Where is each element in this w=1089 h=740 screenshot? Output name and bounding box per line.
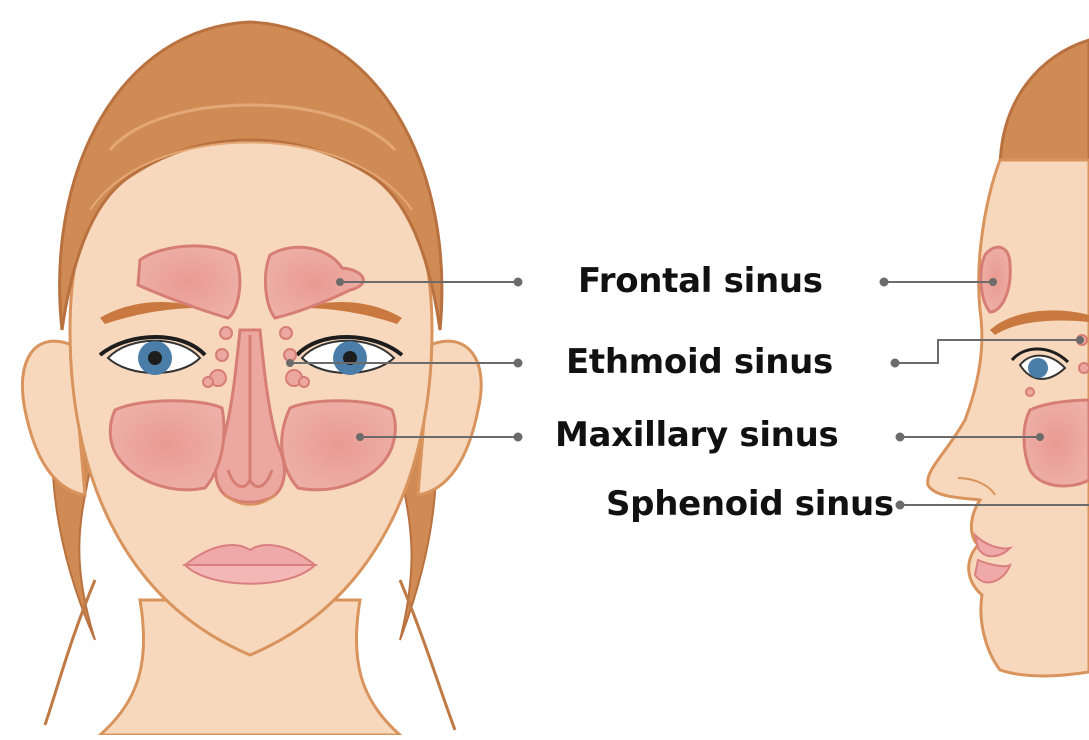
label-sphenoid-sinus: Sphenoid sinus <box>606 487 894 521</box>
label-ethmoid-sinus: Ethmoid sinus <box>566 345 833 379</box>
front-face-illustration <box>22 22 481 735</box>
side-hair <box>1000 40 1089 170</box>
label-maxillary-sinus: Maxillary sinus <box>555 418 838 452</box>
label-frontal-sinus: Frontal sinus <box>578 264 823 298</box>
frontal-leader-left-dot <box>337 279 343 285</box>
side-profile-illustration <box>928 40 1089 676</box>
side-maxillary-sinus <box>1024 400 1089 486</box>
